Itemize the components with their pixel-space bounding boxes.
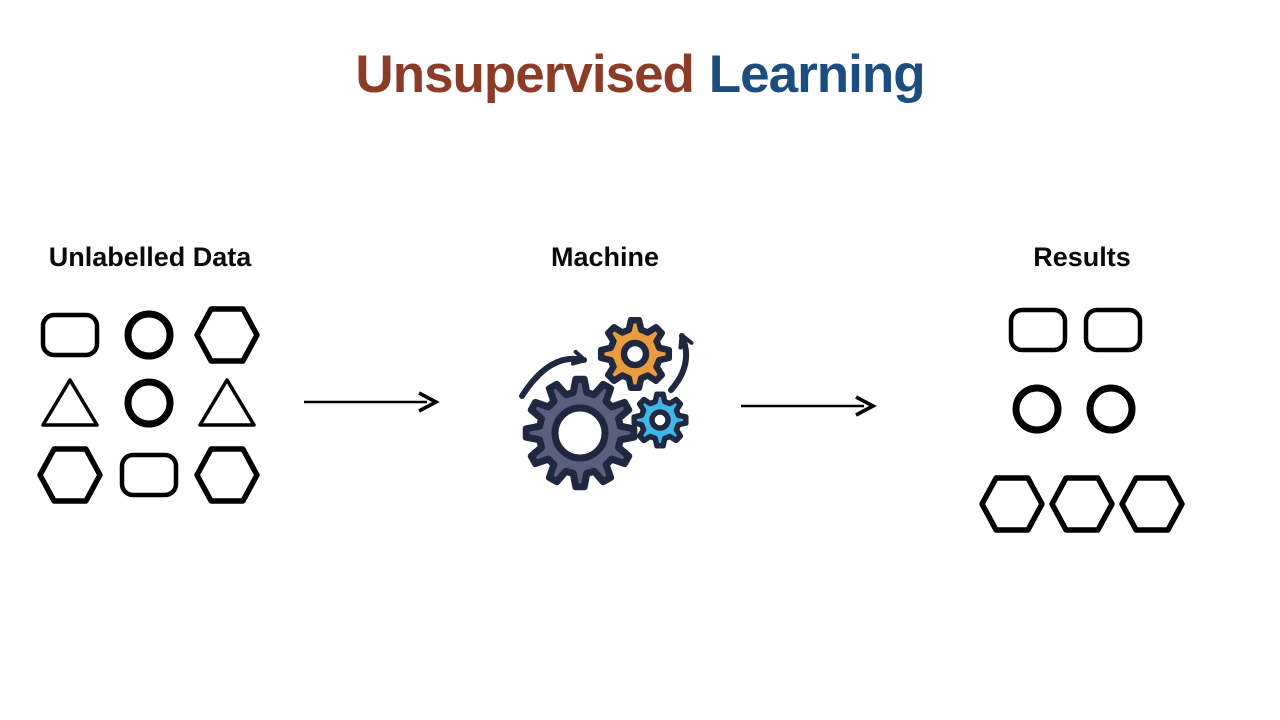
rounded-rect-shape xyxy=(1083,307,1143,353)
circle-shape xyxy=(1012,384,1062,434)
hexagon-shape xyxy=(1049,475,1115,533)
unlabelled-data-shape-grid xyxy=(37,306,260,504)
section-label-results: Results xyxy=(1033,242,1131,272)
circle-shape xyxy=(124,310,174,360)
arrow-head-icon xyxy=(418,391,440,413)
blue-gear-hole xyxy=(649,409,671,431)
circle-shape xyxy=(124,378,174,428)
triangle-shape xyxy=(198,378,256,427)
hexagon-shape xyxy=(194,446,260,504)
rounded-rect-shape xyxy=(119,452,179,498)
rounded-rect-shape xyxy=(1008,307,1068,353)
rotate-arrow-left-icon xyxy=(519,349,587,399)
flow-arrow-input-to-machine xyxy=(304,391,440,413)
section-label-machine: Machine xyxy=(550,242,660,272)
rotate-arrow-right-icon xyxy=(668,333,694,393)
circle-shape xyxy=(1086,384,1136,434)
hexagon-shape xyxy=(37,446,103,504)
orange-gear-hole xyxy=(620,339,650,369)
section-label-unlabelled-data: Unlabelled Data xyxy=(48,242,252,272)
large-gear-hole xyxy=(551,404,609,462)
hexagon-shape xyxy=(979,475,1045,533)
title-part-learning: Learning xyxy=(708,45,926,104)
triangle-shape xyxy=(41,378,99,427)
flow-arrow-machine-to-results xyxy=(741,395,877,417)
title-part-unsupervised: Unsupervised xyxy=(355,45,695,104)
hexagon-shape xyxy=(194,306,260,364)
arrow-head-icon xyxy=(855,395,877,417)
gears-icon xyxy=(519,316,694,491)
hexagon-shape xyxy=(1119,475,1185,533)
results-shape-clusters xyxy=(979,307,1185,533)
rounded-rect-shape xyxy=(40,312,100,358)
